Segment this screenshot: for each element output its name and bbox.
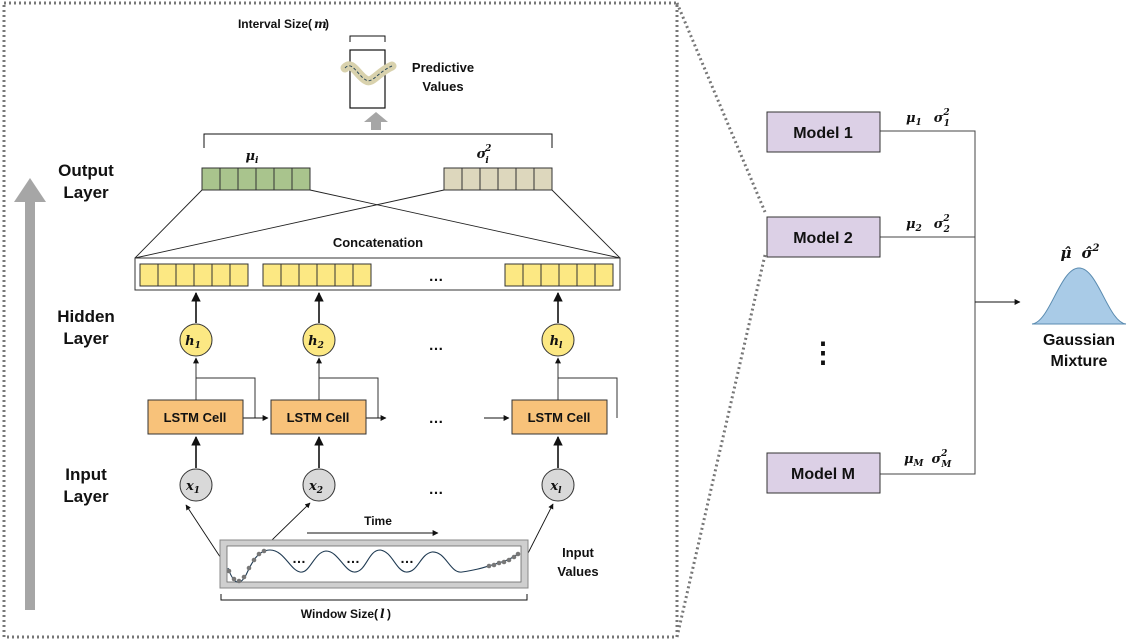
dense-connections (134, 189, 621, 259)
svg-text:x1: x1 (185, 479, 200, 496)
input-node-1: x1 (179, 468, 213, 502)
gaussian-mixture-label-2: Mixture (1051, 353, 1108, 370)
window-bracket (220, 594, 528, 601)
time-label: Time (364, 514, 392, 528)
lstm-ellipsis: … (429, 410, 444, 427)
input-window (226, 545, 522, 583)
mu-head-vector (201, 167, 311, 191)
interval-bracket (349, 35, 386, 42)
mixture-params: μ̂σ̂2 (1060, 243, 1099, 262)
prediction-arrow (364, 112, 388, 130)
concat-ellipsis: … (429, 268, 444, 285)
svg-text:LSTM Cell: LSTM Cell (164, 410, 227, 425)
svg-text:xl: xl (549, 479, 562, 496)
heads-bracket (203, 133, 553, 148)
input-layer-label-1: Input (65, 465, 107, 484)
models-vertical-ellipsis: ⋮ (809, 337, 837, 368)
svg-text:Model M: Model M (791, 466, 855, 483)
zoom-connector-top (675, 2, 767, 213)
layer-direction-arrow (14, 178, 46, 610)
lstm-cell-2: LSTM Cell (270, 399, 367, 435)
concat-vector-l (504, 263, 614, 287)
input-sample-points (226, 548, 521, 584)
input-to-lstm-arrows (191, 436, 563, 468)
input-values-label-2: Values (557, 564, 598, 579)
svg-text:LSTM Cell: LSTM Cell (528, 410, 591, 425)
model-2-box: Model 2 (766, 216, 881, 258)
zoom-connector-bottom (675, 254, 767, 638)
input-ellipsis: … (429, 481, 444, 498)
interval-size-label: Interval Size( (238, 17, 312, 31)
hidden-to-concat-arrows (191, 292, 563, 323)
window-size-var: l (380, 607, 385, 621)
hidden-node-2: h2 (302, 323, 336, 357)
window-ellipsis-1: … (292, 550, 306, 566)
hidden-layer-label-2: Layer (63, 329, 109, 348)
input-node-l: xl (541, 468, 575, 502)
concat-vector-1 (139, 263, 249, 287)
svg-text:h1: h1 (185, 334, 201, 351)
interval-size-close: ) (325, 17, 329, 31)
hidden-ellipsis: … (429, 337, 444, 354)
concat-vector-2 (262, 263, 372, 287)
input-layer-label-2: Layer (63, 487, 109, 506)
hidden-node-1: h1 (179, 323, 213, 357)
sigma-head-vector (443, 167, 553, 191)
model-1-box: Model 1 (766, 111, 881, 153)
model-m-box: Model M (766, 452, 881, 494)
window-size-label: Window Size( (301, 607, 378, 621)
svg-text:LSTM Cell: LSTM Cell (287, 410, 350, 425)
gaussian-curve (1031, 267, 1127, 325)
lstm-to-hidden-lines (193, 357, 618, 418)
output-layer-label-2: Layer (63, 183, 109, 202)
detail-frame (2, 1, 679, 639)
window-ellipsis-2: … (346, 550, 360, 566)
svg-text:hl: hl (550, 334, 563, 351)
input-series (227, 549, 519, 583)
svg-text:h2: h2 (308, 334, 324, 351)
lstm-cell-1: LSTM Cell (147, 399, 244, 435)
mu-head-label: μi (246, 149, 260, 166)
gaussian-mixture-label-1: Gaussian (1043, 332, 1115, 349)
svg-text:x2: x2 (308, 479, 323, 496)
hidden-layer-label-1: Hidden (57, 307, 115, 326)
svg-text:Model 2: Model 2 (793, 230, 853, 247)
input-values-label-1: Input (562, 545, 594, 560)
output-layer-label-1: Output (58, 161, 114, 180)
svg-text:Model 1: Model 1 (793, 125, 853, 142)
window-ellipsis-3: … (400, 550, 414, 566)
model-connectors (880, 130, 976, 475)
predictive-values-label-2: Values (422, 79, 463, 94)
input-node-2: x2 (302, 468, 336, 502)
window-size-close: ) (387, 607, 391, 621)
prediction-curve (344, 65, 393, 82)
concatenation-label: Concatenation (333, 235, 423, 250)
hidden-node-l: hl (541, 323, 575, 357)
interval-size-var: m (314, 17, 327, 31)
predictive-values-label-1: Predictive (412, 60, 474, 75)
lstm-cell-l: LSTM Cell (511, 399, 608, 435)
